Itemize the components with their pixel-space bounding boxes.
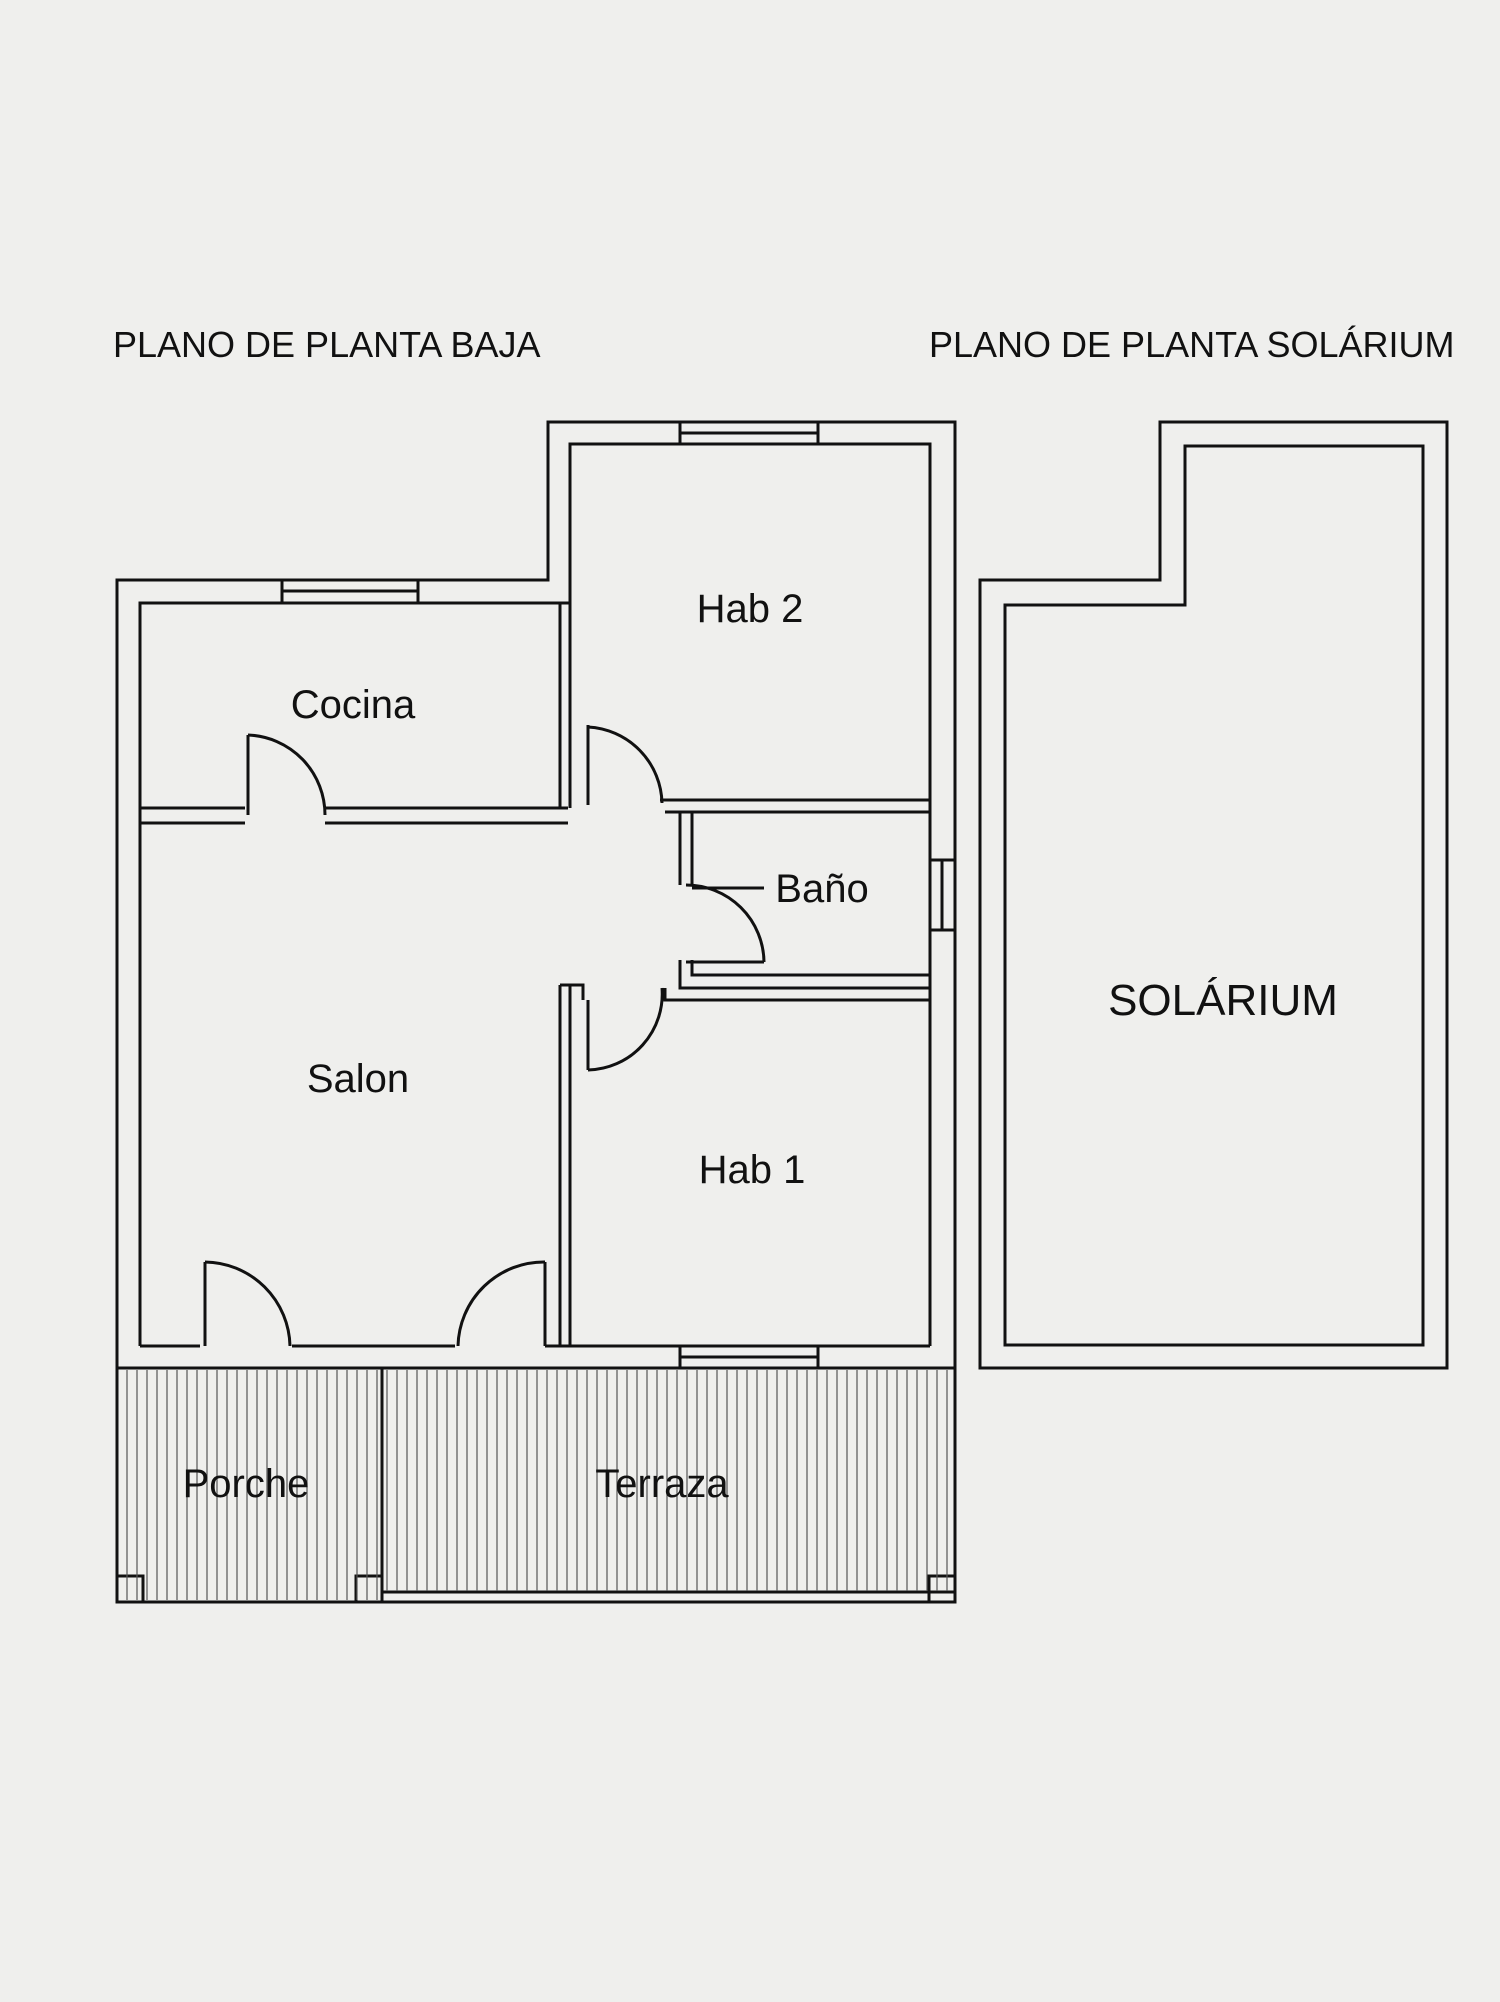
window-bano	[928, 858, 957, 932]
door-cocina	[246, 733, 327, 816]
solarium-wall-outer	[978, 420, 1449, 1370]
window-hab2	[678, 420, 820, 446]
solarium-wall-inner	[1003, 444, 1425, 1347]
bano-walls	[678, 812, 930, 990]
room-label-terraza: Terraza	[595, 1462, 729, 1506]
hab1-top-wall	[663, 988, 930, 1002]
room-label-bano: Baño	[775, 867, 868, 911]
hab1-west-wall	[558, 983, 585, 1346]
window-cocina	[280, 578, 420, 605]
deck-planking	[126, 1370, 948, 1600]
cocina-wall	[140, 806, 568, 825]
room-label-cocina: Cocina	[291, 683, 416, 727]
room-label-hab2: Hab 2	[697, 587, 804, 631]
hall-partition-upper	[568, 725, 590, 808]
heading-solarium-floor: PLANO DE PLANTA SOLÁRIUM	[929, 324, 1454, 365]
door-porche	[203, 1260, 292, 1347]
room-label-salon: Salon	[307, 1057, 409, 1101]
door-hab1	[586, 987, 664, 1072]
hab2-bottom-wall	[660, 798, 930, 814]
door-bano	[685, 883, 766, 964]
ground-floor-exterior-wall-inner	[138, 442, 932, 1346]
heading-ground-floor: PLANO DE PLANTA BAJA	[113, 324, 540, 365]
window-hab1	[678, 1344, 820, 1370]
room-label-hab1: Hab 1	[699, 1148, 806, 1192]
room-label-solarium: SOLÁRIUM	[1108, 976, 1338, 1025]
porch-terrace-deck	[115, 1368, 957, 1604]
ground-floor-exterior-wall-outer	[115, 420, 957, 1368]
door-hab2	[586, 725, 664, 805]
room-label-porche: Porche	[183, 1462, 310, 1506]
door-terraza	[456, 1260, 547, 1347]
